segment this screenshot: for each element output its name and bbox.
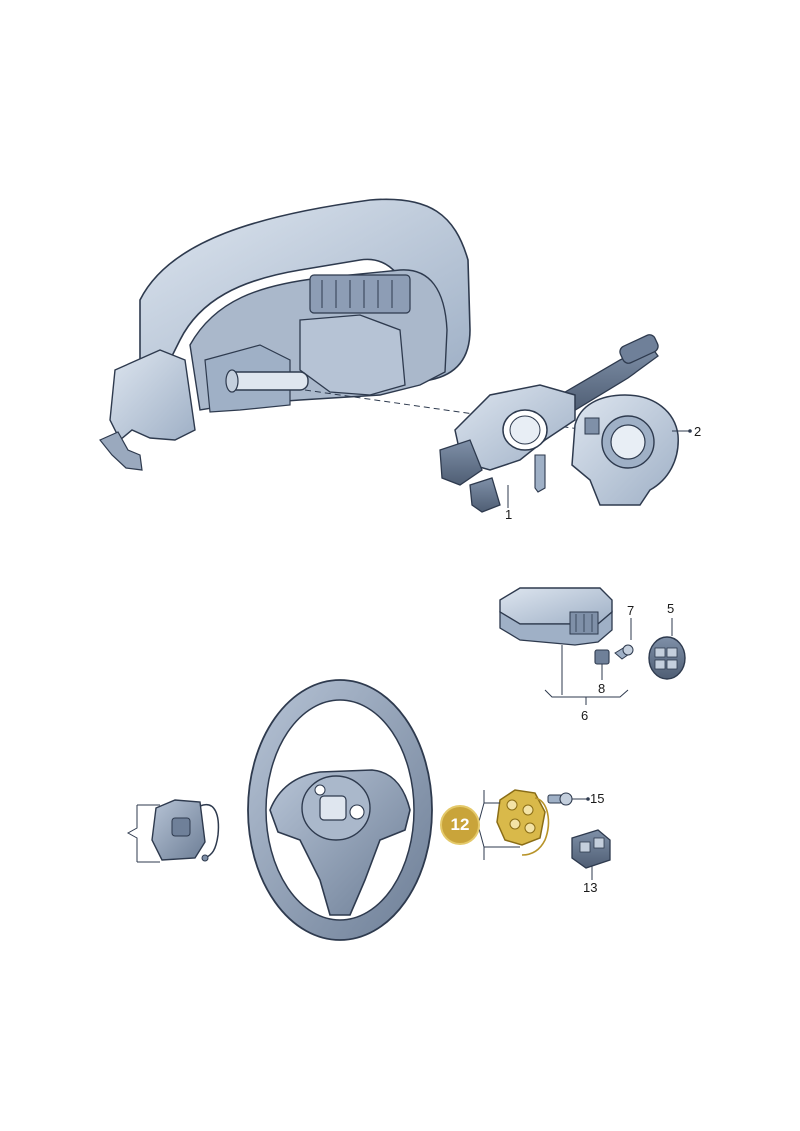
part-2-clock-spring[interactable] xyxy=(571,394,679,506)
steering-wheel[interactable] xyxy=(247,679,433,941)
callout-2: 2 xyxy=(694,424,702,439)
bracket-foot xyxy=(99,431,143,471)
mounting-bracket xyxy=(109,349,196,442)
left-bracket xyxy=(126,804,160,863)
callout-1: 1 xyxy=(505,507,513,522)
steering-column-shaft xyxy=(227,371,309,391)
callout-8: 8 xyxy=(598,681,606,696)
instrument-hood xyxy=(139,198,471,382)
part-12-multifunction-button[interactable] xyxy=(496,789,550,856)
dashboard-assembly xyxy=(99,198,601,471)
bracket-6 xyxy=(544,645,629,705)
part-1-combination-switch[interactable] xyxy=(439,333,660,513)
callout-12-highlight-badge[interactable]: 12 xyxy=(440,805,480,845)
air-duct xyxy=(309,274,411,314)
part-13-switch[interactable] xyxy=(571,829,611,869)
left-switch-module[interactable] xyxy=(151,799,220,862)
callout-5: 5 xyxy=(667,601,675,616)
part-15-screw[interactable] xyxy=(547,792,573,806)
callout-15: 15 xyxy=(590,791,605,806)
callout-13: 13 xyxy=(583,880,598,895)
part-7-screw[interactable] xyxy=(614,644,634,660)
part-8-clip[interactable] xyxy=(594,649,610,665)
callout-6: 6 xyxy=(581,708,589,723)
part-6-control-unit[interactable] xyxy=(499,587,613,646)
callout-7: 7 xyxy=(627,603,635,618)
part-5-button-cap[interactable] xyxy=(648,636,686,680)
